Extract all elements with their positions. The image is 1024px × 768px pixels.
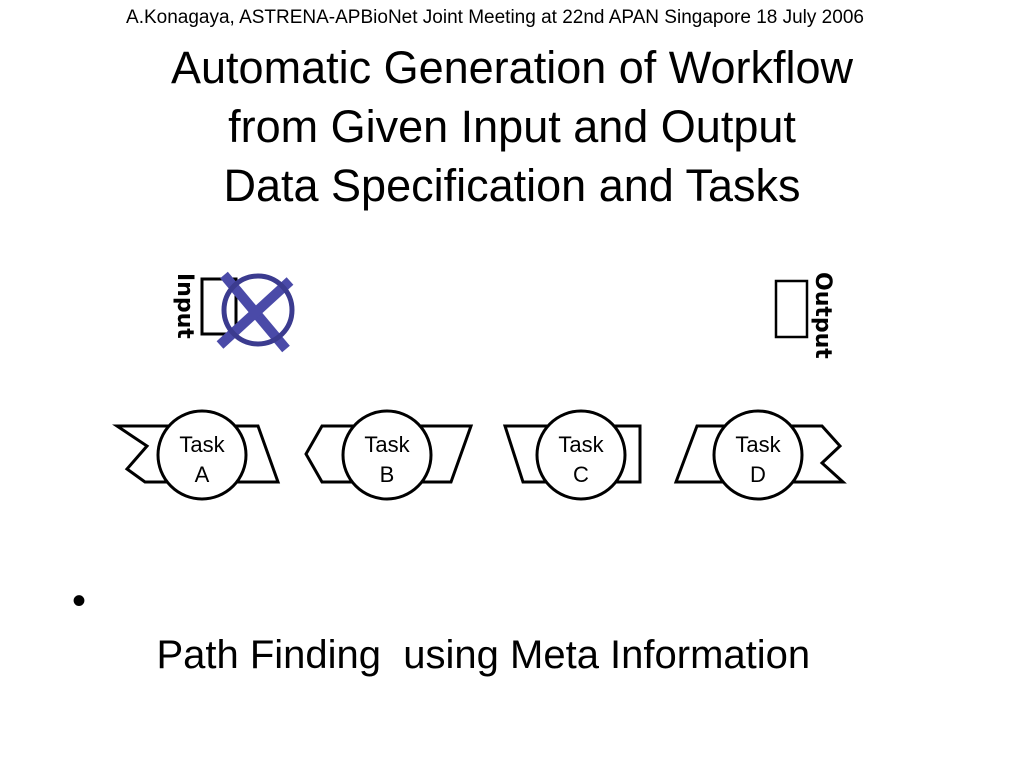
task-a: Task A (112, 409, 281, 501)
output-label: Output (810, 272, 835, 359)
input-spec: Input (172, 271, 295, 353)
task-c-circle (535, 409, 627, 501)
task-b-circle (341, 409, 433, 501)
slide-header: A.Konagaya, ASTRENA-APBioNet Joint Meeti… (126, 7, 864, 28)
output-box (774, 279, 809, 339)
bullet-text: Path Finding using Meta Information (156, 633, 811, 677)
bullet-list: • Path Finding using Meta Information (72, 574, 810, 736)
input-label: Input (172, 273, 197, 339)
title-line-2: from Given Input and Output (228, 101, 796, 152)
slide-title: Automatic Generation of Workflow from Gi… (0, 38, 1024, 215)
task-a-label-1: Task (179, 432, 225, 457)
task-b-label-2: B (380, 462, 395, 487)
task-a-circle (156, 409, 248, 501)
bullet-item: • Path Finding using Meta Information (72, 574, 810, 736)
title-line-3: Data Specification and Tasks (223, 160, 801, 211)
task-b-label-1: Task (364, 432, 410, 457)
bullet-marker: • (72, 579, 87, 623)
output-spec: Output (774, 272, 835, 359)
task-b: Task B (304, 409, 474, 501)
title-line-1: Automatic Generation of Workflow (171, 42, 853, 93)
task-c-label-1: Task (558, 432, 604, 457)
task-a-label-2: A (195, 462, 210, 487)
task-d-circle (712, 409, 804, 501)
task-d-label-2: D (750, 462, 766, 487)
task-d-label-1: Task (735, 432, 781, 457)
task-d: Task D (673, 409, 847, 501)
cross-mark-icon (216, 271, 295, 353)
task-c: Task C (502, 409, 642, 501)
task-c-label-2: C (573, 462, 589, 487)
